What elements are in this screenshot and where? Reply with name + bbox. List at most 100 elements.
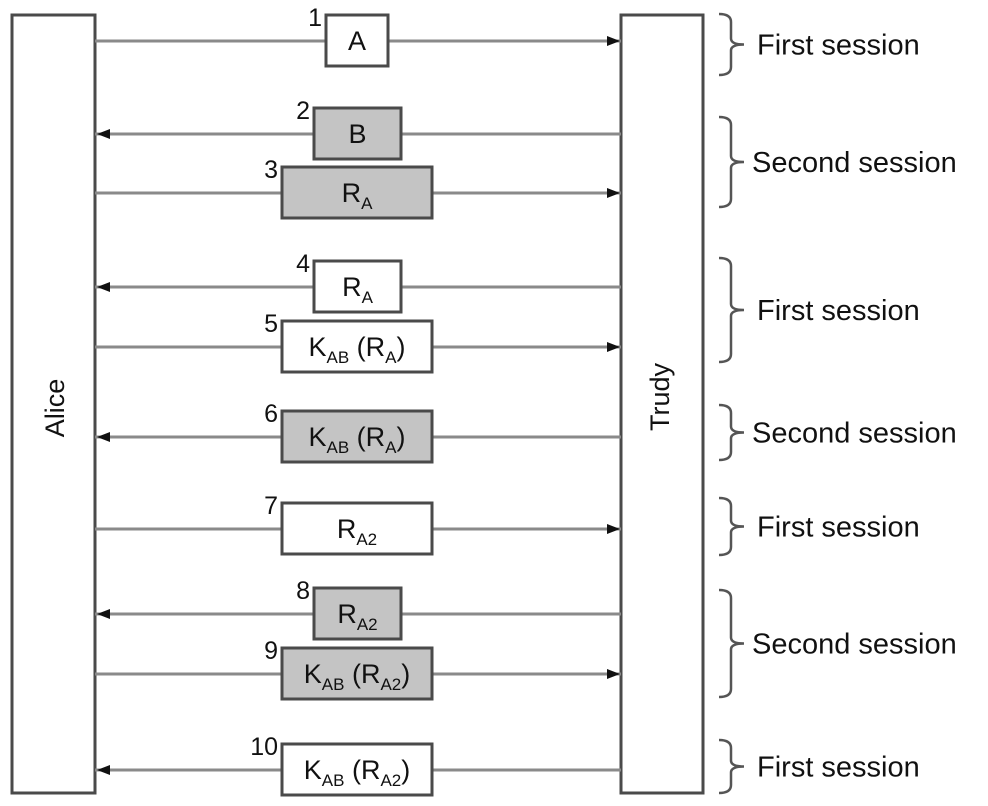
message-number: 9	[264, 637, 278, 665]
session-label: First session	[757, 512, 920, 544]
message-box	[280, 501, 434, 556]
message-2: 2B	[95, 97, 621, 161]
session-group: First session	[718, 12, 920, 77]
arrow-left-icon	[97, 432, 110, 442]
message-box	[280, 646, 434, 701]
message-label-suffix: (R	[349, 422, 385, 452]
message-3: 3RA	[95, 156, 621, 220]
message-number: 5	[264, 310, 278, 338]
trudy-label: Trudy	[645, 362, 675, 431]
trudy-box	[619, 13, 705, 795]
session-label: Second session	[752, 629, 957, 661]
message-label-main: R	[337, 599, 357, 629]
message-label: A	[348, 26, 366, 56]
brace-icon	[718, 588, 745, 699]
brace-icon	[718, 115, 745, 209]
message-label-close: )	[397, 422, 406, 452]
alice-label: Alice	[40, 379, 70, 438]
alice-box	[10, 13, 97, 795]
message-label: RA2	[337, 514, 377, 549]
session-group: Second session	[718, 588, 957, 699]
arrow-right-icon	[607, 524, 620, 534]
message-label: KAB (RA)	[308, 332, 405, 367]
brace-icon	[718, 256, 745, 364]
message-label: B	[348, 119, 366, 149]
message-label-main: R	[342, 272, 362, 302]
message-label-subscript: A	[361, 194, 373, 213]
brace-icon	[718, 496, 745, 557]
message-label-subscript: A	[385, 348, 397, 367]
message-box	[312, 586, 403, 641]
brace-icon	[718, 403, 745, 462]
message-box	[312, 106, 403, 161]
message-label-main: K	[304, 659, 322, 689]
message-box	[280, 409, 434, 464]
message-number: 3	[264, 156, 278, 184]
brace-icon	[718, 12, 745, 77]
session-label: Second session	[752, 418, 957, 450]
message-label-close: )	[401, 755, 410, 785]
message-box	[280, 319, 434, 374]
message-number: 2	[296, 97, 310, 125]
message-label: KAB (RA2)	[304, 755, 411, 790]
arrow-right-icon	[607, 36, 620, 46]
message-label-main: K	[308, 422, 326, 452]
message-label: KAB (RA)	[308, 422, 405, 457]
message-label-close: )	[401, 659, 410, 689]
message-label-subscript: A2	[357, 615, 378, 634]
session-group: Second session	[718, 115, 957, 209]
message-number: 7	[264, 492, 278, 520]
message-box	[280, 165, 434, 220]
session-label: First session	[757, 295, 920, 327]
session-group: Second session	[718, 403, 957, 462]
message-label-main: B	[348, 119, 366, 149]
session-label: First session	[757, 752, 920, 784]
message-label-subscript: AB	[322, 675, 345, 694]
message-label: RA	[342, 272, 374, 307]
message-number: 10	[250, 733, 278, 761]
parties: Alice Trudy	[10, 13, 705, 795]
session-group: First session	[718, 256, 920, 364]
message-label-main: R	[337, 514, 357, 544]
message-label: RA2	[337, 599, 377, 634]
message-label-main: K	[308, 332, 326, 362]
message-label-close: )	[397, 332, 406, 362]
session-label: First session	[757, 30, 920, 62]
arrow-left-icon	[97, 282, 110, 292]
message-label-main: A	[348, 26, 366, 56]
message-1: 1A	[95, 4, 621, 68]
message-label-suffix: (R	[349, 332, 385, 362]
message-label-subscript: AB	[326, 348, 349, 367]
message-number: 4	[296, 250, 310, 278]
message-box	[312, 259, 403, 314]
session-group: First session	[718, 496, 920, 557]
message-label-subscript: A2	[380, 675, 401, 694]
message-label-main: K	[304, 755, 322, 785]
message-label: KAB (RA2)	[304, 659, 411, 694]
arrow-right-icon	[607, 188, 620, 198]
message-box	[280, 742, 434, 797]
brace-icon	[718, 738, 745, 795]
arrow-left-icon	[97, 609, 110, 619]
session-label: Second session	[752, 147, 957, 179]
message-label-main: R	[342, 178, 362, 208]
session-group: First session	[718, 738, 920, 795]
message-label: RA	[342, 178, 374, 213]
message-number: 1	[308, 4, 322, 32]
arrow-right-icon	[607, 669, 620, 679]
message-label-suffix: (R	[344, 755, 380, 785]
arrow-left-icon	[97, 765, 110, 775]
message-label-subscript: AB	[322, 771, 345, 790]
message-label-subscript: A2	[356, 530, 377, 549]
message-label-subscript: A	[385, 438, 397, 457]
message-number: 6	[264, 400, 278, 428]
message-number: 8	[296, 577, 310, 605]
